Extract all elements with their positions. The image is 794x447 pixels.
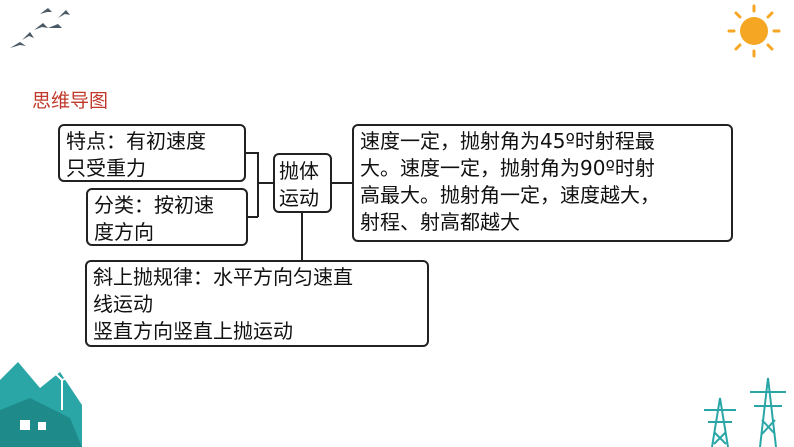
mindmap-connectors xyxy=(246,152,352,260)
node-feature-line-1: 特点：有初速度 xyxy=(66,129,206,153)
node-oblique-line-3: 竖直方向竖直上抛运动 xyxy=(93,319,293,343)
node-classify: 分类：按初速 度方向 xyxy=(86,188,248,246)
node-center-line-1: 抛体 xyxy=(279,159,319,183)
node-range-line-1: 速度一定，抛射角为45º时射程最 xyxy=(360,129,655,153)
node-classify-line-2: 度方向 xyxy=(94,220,154,244)
node-center: 抛体 运动 xyxy=(273,153,332,213)
node-range-line-4: 射程、射高都越大 xyxy=(360,210,520,234)
birds-icon xyxy=(10,8,70,48)
landscape-icon xyxy=(0,362,82,447)
node-range-line-3: 高最大。抛射角一定，速度越大， xyxy=(360,183,660,207)
node-feature: 特点：有初速度 只受重力 xyxy=(58,124,246,182)
power-tower-icon xyxy=(704,377,786,447)
page-title: 思维导图 xyxy=(32,90,109,112)
node-feature-line-2: 只受重力 xyxy=(66,156,146,180)
node-range: 速度一定，抛射角为45º时射程最 大。速度一定，抛射角为90º时射 高最大。抛射… xyxy=(352,124,733,242)
node-range-line-2: 大。速度一定，抛射角为90º时射 xyxy=(360,156,655,180)
sun-icon xyxy=(727,4,781,58)
node-oblique-line-1: 斜上抛规律：水平方向匀速直 xyxy=(93,265,353,289)
node-classify-line-1: 分类：按初速 xyxy=(94,193,214,217)
node-center-line-2: 运动 xyxy=(279,186,319,210)
node-oblique-line-2: 线运动 xyxy=(93,292,153,316)
node-oblique: 斜上抛规律：水平方向匀速直 线运动 竖直方向竖直上抛运动 xyxy=(85,260,429,347)
